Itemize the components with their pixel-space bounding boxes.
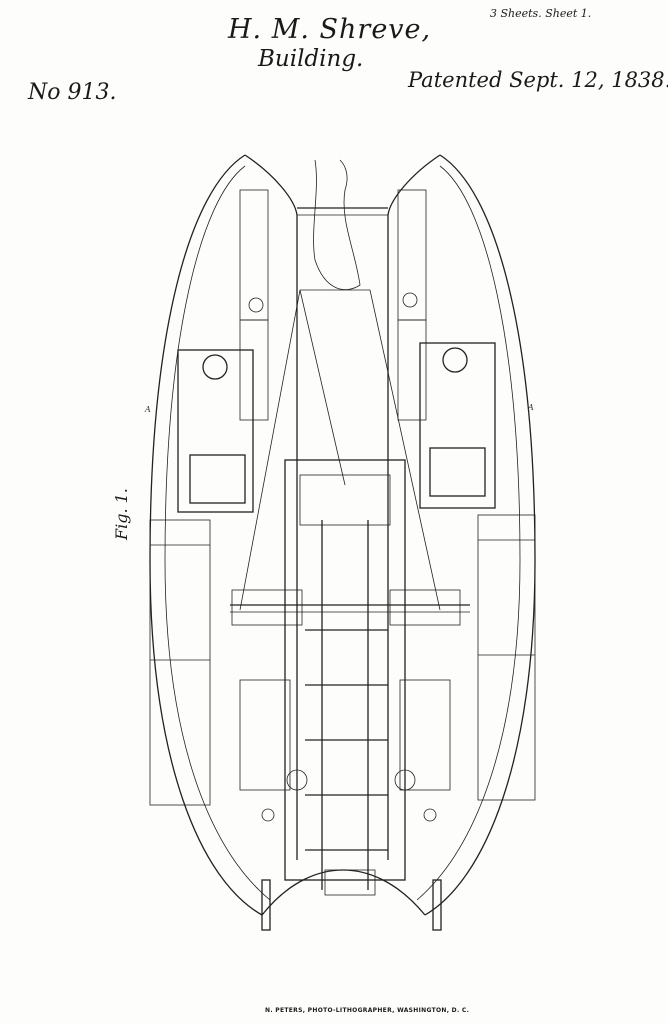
left-engine — [231, 589, 308, 822]
left-hull-outer — [149, 154, 263, 916]
right-engine — [389, 589, 461, 822]
left-boiler — [177, 349, 254, 513]
left-hull-inner — [164, 165, 271, 901]
stern-post-right — [432, 879, 442, 931]
central-frame — [284, 459, 406, 881]
part-label-a-left: A — [144, 405, 151, 414]
patent-subject: Building. — [258, 46, 364, 72]
ladder — [305, 520, 388, 890]
snag-tree — [313, 159, 361, 291]
stern-curve — [261, 869, 426, 916]
right-boiler — [419, 342, 496, 509]
sheet-count: 3 Sheets. Sheet 1. — [490, 7, 592, 20]
right-hull-inner — [416, 165, 521, 901]
part-label-a-right: A — [527, 403, 534, 412]
right-hull-outer — [424, 154, 536, 916]
left-hull-wall — [244, 154, 298, 860]
patent-number: No 913. — [28, 80, 117, 105]
patent-date: Patented Sept. 12, 1838. — [408, 68, 668, 92]
inventor-name: H. M. Shreve, — [228, 14, 432, 45]
printer-credit: N. PETERS, PHOTO-LITHOGRAPHER, WASHINGTO… — [265, 1007, 470, 1014]
figure-label: Fig. 1. — [112, 488, 131, 540]
stern-post-left — [261, 879, 271, 931]
